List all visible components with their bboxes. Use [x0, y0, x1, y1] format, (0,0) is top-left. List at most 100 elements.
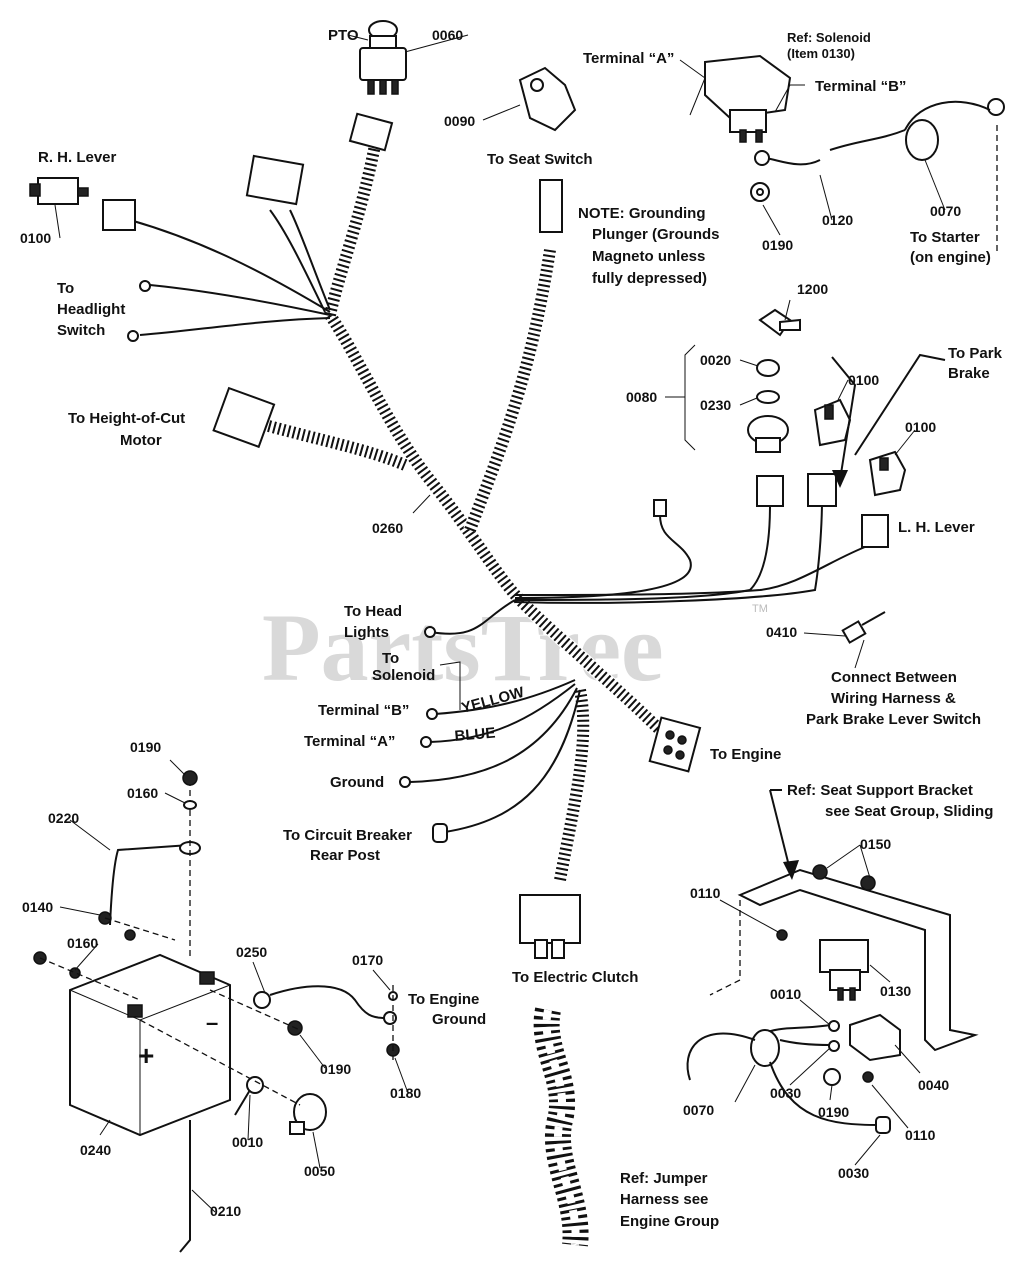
headlight-terminal-1 — [139, 280, 151, 292]
label-to-starter-2: (on engine) — [910, 249, 991, 266]
label-to-headlight-2: Headlight — [57, 301, 125, 318]
terminal-boot-0050 — [289, 1093, 327, 1135]
label-ref-solenoid-1: Ref: Solenoid — [787, 30, 871, 45]
label-ref-jumper-3: Engine Group — [620, 1213, 719, 1230]
label-to-head-lights-2: Lights — [344, 624, 389, 641]
harness-connector-top — [245, 154, 305, 206]
screw-0110-bot — [862, 1071, 874, 1083]
jumper-harness — [533, 1007, 589, 1247]
part-0190-mid: 0190 — [320, 1061, 351, 1077]
bolt-leader-1 — [39, 957, 141, 1001]
part-0140: 0140 — [22, 899, 53, 915]
rh-lever-connector — [102, 199, 136, 231]
label-to-solenoid-1: To — [382, 650, 399, 667]
label-ref-solenoid-2: (Item 0130) — [787, 46, 855, 61]
terminal-b-end — [426, 708, 438, 720]
part-0040: 0040 — [918, 1077, 949, 1093]
part-0010-seat: 0010 — [770, 986, 801, 1002]
seat-support-bracket — [709, 868, 979, 1052]
part-0190-seat: 0190 — [818, 1104, 849, 1120]
seat-bracket-arrowhead — [783, 860, 799, 880]
nut-0190-batt — [182, 770, 198, 786]
terminal-0030-bot — [875, 1116, 891, 1134]
ignition-washer — [756, 390, 780, 404]
part-0230: 0230 — [700, 397, 731, 413]
head-lights-terminal — [424, 626, 436, 638]
part-0090: 0090 — [444, 113, 475, 129]
bracket-0080 — [684, 344, 696, 451]
label-connect-2: Wiring Harness & — [831, 690, 956, 707]
solenoid-0130 — [819, 939, 869, 1001]
seat-cable-0070 — [686, 1024, 881, 1126]
screw-0110-top — [776, 929, 788, 941]
note-line-4: fully depressed) — [592, 270, 707, 287]
label-lh-lever: L. H. Lever — [898, 519, 975, 536]
ground-terminal — [399, 776, 411, 788]
note-line-1: NOTE: Grounding — [578, 205, 705, 222]
part-0150: 0150 — [860, 836, 891, 852]
part-0130: 0130 — [880, 983, 911, 999]
label-terminal-b: Terminal “B” — [318, 702, 409, 719]
label-to-park-2: Brake — [948, 365, 990, 382]
labels: PTO 0060 0090 To Seat Switch R. H. Lever… — [20, 27, 1003, 1230]
part-0180: 0180 — [390, 1085, 421, 1101]
label-ref-jumper-2: Harness see — [620, 1191, 708, 1208]
note-line-2: Plunger (Grounds — [592, 226, 720, 243]
label-to-head-lights-1: To Head — [344, 603, 402, 620]
label-to-engine-ground-2: Ground — [432, 1011, 486, 1028]
label-to-park-1: To Park — [948, 345, 1003, 362]
label-height-cut-2: Motor — [120, 432, 162, 449]
part-0060: 0060 — [432, 27, 463, 43]
svg-text:–: – — [206, 1010, 218, 1035]
label-terminal-a: Terminal “A” — [304, 733, 395, 750]
headlight-terminal-2 — [127, 330, 139, 342]
label-circuit-breaker-2: Rear Post — [310, 847, 380, 864]
ground-cable — [253, 985, 397, 1025]
label-to-starter-1: To Starter — [910, 229, 980, 246]
circuit-breaker-terminal — [432, 823, 448, 843]
ignition-connector — [756, 475, 784, 507]
label-connect-1: Connect Between — [831, 669, 957, 686]
label-connect-3: Park Brake Lever Switch — [806, 711, 981, 728]
washer-0160-left — [69, 967, 81, 979]
part-0030-mid: 0030 — [770, 1085, 801, 1101]
part-0070-top: 0070 — [930, 203, 961, 219]
starter-cable — [750, 98, 1005, 202]
terminal-leader — [209, 989, 301, 1031]
park-brake-arrow — [831, 356, 857, 481]
park-brake-connector — [807, 473, 837, 507]
pto-switch — [359, 20, 407, 95]
seat-switch — [518, 66, 577, 132]
part-0120: 0120 — [822, 212, 853, 228]
washer-0140-b — [124, 929, 136, 941]
battery: + – — [69, 953, 231, 1137]
nut-0010-seat — [828, 1020, 840, 1032]
park-brake-arrowhead — [832, 470, 848, 488]
pto-connector — [348, 112, 394, 152]
label-terminal-a-top: Terminal “A” — [583, 50, 674, 67]
part-0190-top: 0190 — [762, 237, 793, 253]
part-0240: 0240 — [80, 1142, 111, 1158]
positive-terminal-bolt — [234, 1089, 251, 1116]
label-height-cut-1: To Height-of-Cut — [68, 410, 185, 427]
small-connector — [653, 499, 667, 517]
label-to-headlight-1: To — [57, 280, 74, 297]
nut-0150-a — [812, 864, 828, 880]
label-to-headlight-3: Switch — [57, 322, 105, 339]
nut-0150-b — [860, 875, 876, 891]
label-terminal-b-top: Terminal “B” — [815, 78, 906, 95]
label-to-engine-ground-1: To Engine — [408, 991, 479, 1008]
label-blue: BLUE — [454, 724, 496, 744]
solenoid-top — [704, 54, 792, 143]
leader-lines — [54, 34, 946, 1213]
terminal-a-end — [420, 736, 432, 748]
part-0260: 0260 — [372, 520, 403, 536]
lh-lever-connector — [861, 514, 889, 548]
part-0160-top: 0160 — [127, 785, 158, 801]
watermark: PartsTree — [262, 594, 664, 701]
positive-terminal-0010 — [246, 1076, 264, 1094]
seat-bracket-arrow — [769, 789, 791, 871]
positive-leader — [139, 1019, 301, 1106]
park-brake-switch — [813, 398, 852, 447]
